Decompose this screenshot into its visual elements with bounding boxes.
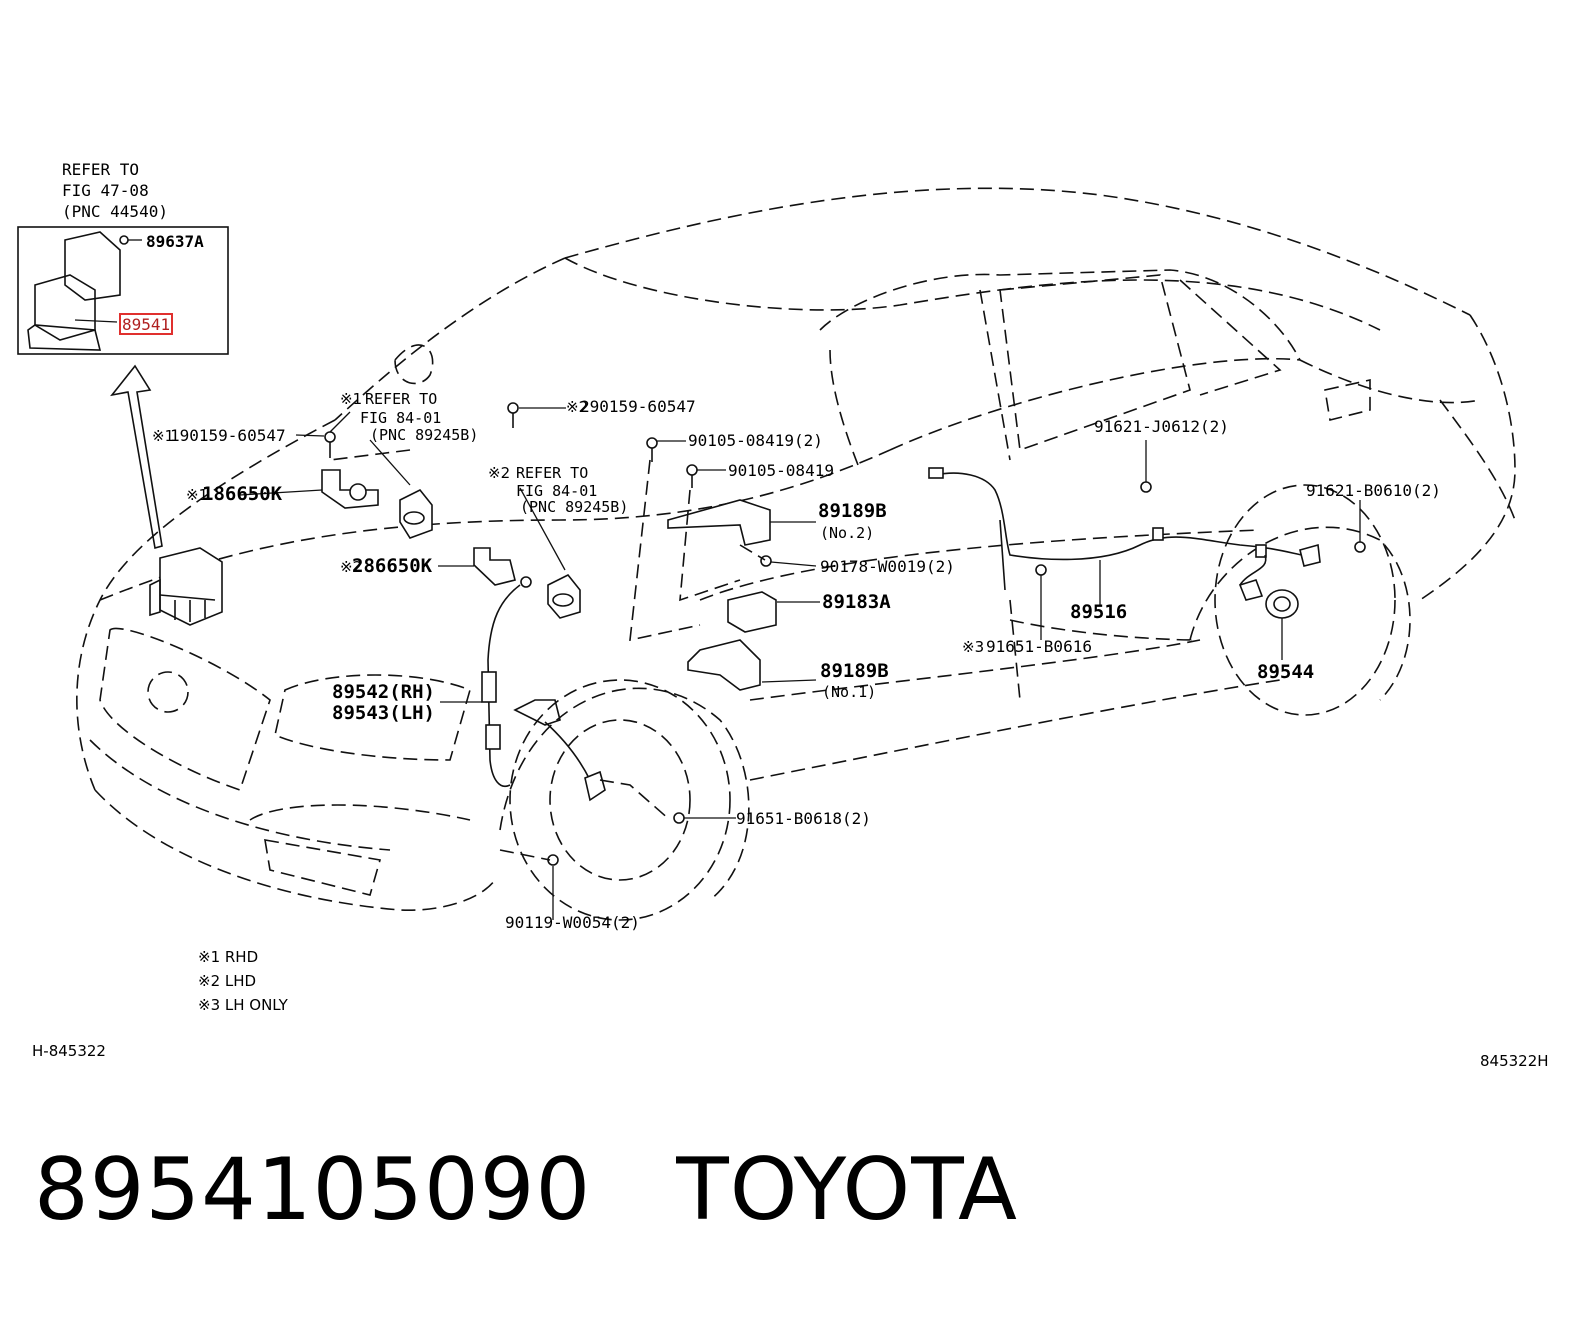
refer1-line2: FIG 84-01: [360, 409, 441, 427]
label-90105-08419: 90105-08419: [728, 461, 834, 480]
note-2: ※2 LHD: [198, 972, 256, 990]
figure-code-right: 845322H: [1480, 1052, 1549, 1070]
rear-harness: [928, 467, 1321, 591]
bracket-no1-icon: [687, 639, 761, 691]
label-90178-w0019: 90178-W0019(2): [820, 557, 955, 576]
sensor-rhd-icon: [321, 469, 379, 509]
label-290159-60547: 290159-60547: [580, 397, 696, 416]
sensor-89183a-icon: [727, 591, 777, 633]
bolts: [324, 402, 1366, 866]
label-91621-j0612: 91621-J0612(2): [1094, 417, 1229, 436]
label-91621-b0610: 91621-B0610(2): [1306, 481, 1441, 500]
actuator-left-icon: [399, 488, 433, 539]
mark-1-sensor: ※1: [186, 486, 208, 504]
inset-refer-1: REFER TO: [62, 160, 139, 179]
notes: ※1 RHD ※2 LHD ※3 LH ONLY: [198, 948, 289, 1014]
inset-arrow: [110, 364, 163, 550]
label-89183a: 89183A: [822, 591, 891, 613]
label-89189b-no1: 89189B: [820, 660, 889, 682]
refer1-line1: REFER TO: [365, 390, 437, 408]
part-number-footer: 8954105090 TOYOTA: [34, 1140, 1018, 1240]
label-89189b-no2-sub: (No.2): [820, 524, 874, 542]
car-outline: [76, 187, 1516, 912]
label-286650k: 286650K: [352, 555, 433, 577]
label-89189b-no1-sub: (No.1): [822, 683, 876, 701]
mark-1-bolt: ※1: [152, 427, 174, 445]
rear-wheel: [1189, 484, 1411, 716]
reference-lines: [329, 449, 1192, 861]
label-89542-rh: 89542(RH): [332, 681, 435, 703]
label-186650k: 186650K: [202, 483, 283, 505]
note-3: ※3 LH ONLY: [198, 996, 289, 1014]
figure-code-left: H-845322: [32, 1042, 106, 1060]
refer2-line2: FIG 84-01: [516, 482, 597, 500]
bracket-no2-icon: [667, 499, 771, 546]
label-89637a: 89637A: [146, 232, 204, 251]
actuator-right-icon: [547, 573, 581, 619]
label-90105-08419-2: 90105-08419(2): [688, 431, 823, 450]
label-90119-w0054: 90119-W0054(2): [505, 913, 640, 932]
inset-box: REFER TO FIG 47-08 (PNC 44540) 89637A 89…: [17, 160, 229, 355]
brand-name: TOYOTA: [676, 1140, 1018, 1240]
refer1-line3: (PNC 89245B): [370, 426, 478, 444]
mark-2-bolt: ※2: [566, 398, 588, 416]
leader-lines: [239, 407, 1361, 920]
front-harness: [481, 576, 606, 802]
labels: ※1 REFER TO FIG 84-01 (PNC 89245B) ※1 19…: [152, 390, 1441, 932]
refer2-line3: (PNC 89245B): [520, 498, 628, 516]
highlight-box: [119, 313, 173, 335]
note-1: ※1 RHD: [198, 948, 258, 966]
mark-2-sensor: ※2: [340, 558, 362, 576]
label-190159-60547: 190159-60547: [170, 426, 286, 445]
abs-actuator-icon: [149, 547, 223, 626]
label-89541-highlight: 89541: [122, 315, 170, 334]
label-89516: 89516: [1070, 601, 1127, 623]
mark-3: ※3: [962, 638, 984, 656]
label-91651-b0618: 91651-B0618(2): [736, 809, 871, 828]
mark-2-refer: ※2: [488, 464, 510, 482]
part-number: 8954105090: [34, 1140, 592, 1240]
mark-1-refer: ※1: [340, 390, 362, 408]
inset-refer-3: (PNC 44540): [62, 202, 168, 221]
refer2-line1: REFER TO: [516, 464, 588, 482]
label-89189b-no2: 89189B: [818, 500, 887, 522]
rear-sensor-89544-icon: [1238, 579, 1299, 619]
sensor-lhd-icon: [473, 547, 516, 586]
inset-refer-2: FIG 47-08: [62, 181, 149, 200]
label-89544: 89544: [1257, 661, 1314, 683]
front-wheel: [499, 679, 750, 921]
label-89543-lh: 89543(LH): [332, 702, 435, 724]
label-91651-b0616: 91651-B0616: [986, 637, 1092, 656]
